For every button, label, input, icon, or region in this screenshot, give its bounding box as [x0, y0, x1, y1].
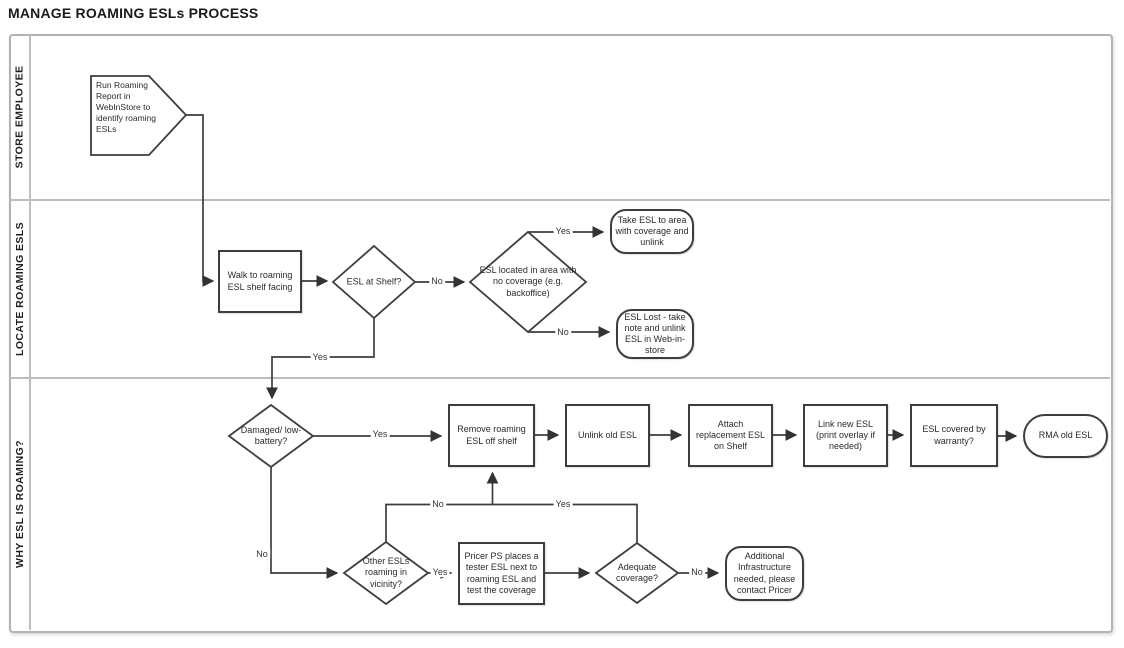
process-unlink-old-esl: Unlink old ESL [565, 404, 650, 467]
edge-label-no-damaged: No [254, 549, 270, 559]
shape-decision-esl-at-shelf [331, 244, 417, 320]
edge-label-yes-adequate: Yes [553, 499, 573, 509]
edge-label-yes-damaged: Yes [370, 429, 390, 439]
decision-other-esls-roaming: Other ESLs roaming in vicinity? [362, 556, 410, 589]
connector-report-to-walk [186, 114, 215, 287]
process-attach-replacement-esl: Attach replacement ESL on Shelf [688, 404, 773, 467]
terminator-esl-lost: ESL Lost - take note and unlink ESL in W… [616, 309, 694, 359]
shape-decision-other-esls [342, 540, 430, 606]
diagram-title: MANAGE ROAMING ESLs PROCESS [8, 5, 259, 21]
process-walk-to-roaming-esl-shelf: Walk to roaming ESL shelf facing [218, 250, 302, 313]
lane-divider-2 [10, 377, 1110, 379]
process-pricer-ps-test-coverage: Pricer PS places a tester ESL next to ro… [458, 542, 545, 605]
terminator-additional-infrastructure: Additional Infrastructure needed, please… [725, 546, 804, 601]
process-esl-covered-by-warranty: ESL covered by warranty? [910, 404, 998, 467]
process-run-roaming-report: Run Roaming Report in WebInStore to iden… [96, 80, 157, 135]
terminator-rma-old-esl: RMA old ESL [1023, 414, 1108, 458]
shape-decision-adequate-coverage [594, 541, 680, 605]
decision-esl-in-no-coverage-area: ESL located in area with no coverage (e.… [479, 265, 577, 298]
edge-label-no-coverage: No [555, 327, 571, 337]
edge-label-no-shelf: No [429, 276, 445, 286]
decision-adequate-coverage: Adequate coverage? [615, 561, 659, 583]
process-link-new-esl: Link new ESL (print overlay if needed) [803, 404, 888, 467]
edge-label-yes-coverage: Yes [553, 226, 573, 236]
process-remove-roaming-esl: Remove roaming ESL off shelf [448, 404, 535, 467]
connector-damaged-no-to-other-esls [270, 467, 339, 579]
decision-esl-at-shelf: ESL at Shelf? [346, 276, 402, 287]
shape-run-report-pentagon [90, 75, 188, 156]
edge-label-no-adequate: No [689, 567, 705, 577]
edge-label-no-other-esls: No [430, 499, 446, 509]
edge-label-yes-other-esls: Yes [430, 567, 450, 577]
lane-label-column-divider [29, 35, 31, 630]
decision-damaged-low-battery: Damaged/ low-battery? [240, 424, 302, 446]
shape-decision-damaged [227, 403, 315, 469]
edge-label-yes-shelf: Yes [310, 352, 330, 362]
lane-divider-1 [10, 199, 1110, 201]
terminator-take-esl-to-coverage: Take ESL to area with coverage and unlin… [610, 209, 694, 254]
shape-decision-no-coverage [468, 230, 588, 334]
connector-adequate-yes-merge [492, 503, 638, 543]
connector-other-no-merge [385, 503, 493, 542]
